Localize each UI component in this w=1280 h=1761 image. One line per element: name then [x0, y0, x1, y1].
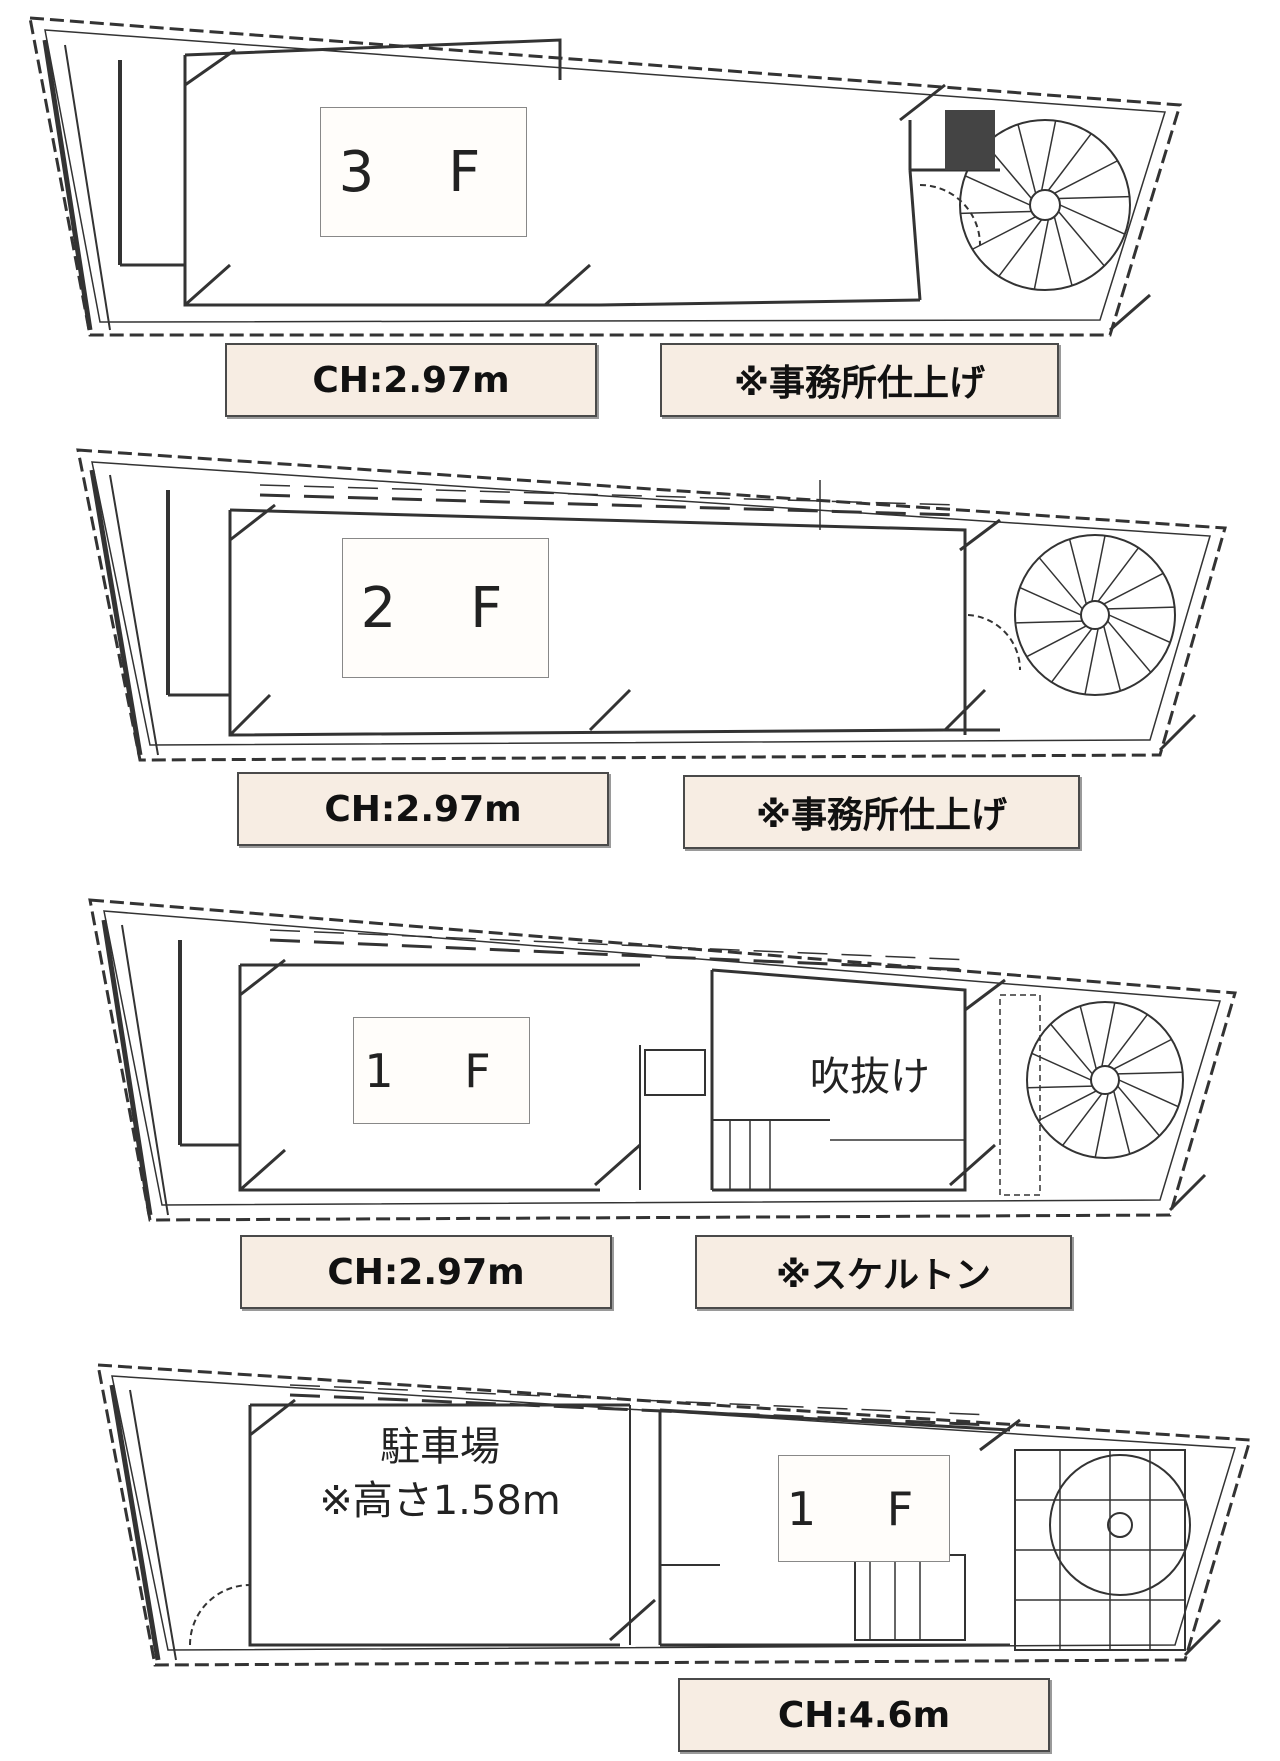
- floor-label-text: 2 F: [360, 575, 531, 641]
- floor-plan-1f-ground-drawing: [96, 1363, 1252, 1667]
- stair-tread: [1054, 160, 1118, 194]
- stair-tread: [1040, 120, 1057, 191]
- floor-label-text: 1 F: [786, 1481, 942, 1536]
- void-label: 吹抜け: [810, 1054, 930, 1100]
- stair-tread: [1050, 1023, 1093, 1075]
- stair-tread: [1068, 538, 1087, 605]
- floor-plan-2f: 2 F CH:2.97m ※事務所仕上げ: [0, 440, 1280, 860]
- finish-note-tag: ※事務所仕上げ: [683, 775, 1080, 849]
- stair-tread: [1027, 1085, 1093, 1089]
- finish-note-tag: ※スケルトン: [695, 1235, 1072, 1309]
- stair-tread: [1118, 1079, 1179, 1108]
- stair-tread: [1057, 211, 1105, 267]
- ceiling-height-tag: CH:2.97m: [240, 1235, 612, 1309]
- stair-tread: [1117, 1071, 1183, 1075]
- hatched-shaft: [945, 110, 995, 170]
- floor-label-text: 1 F: [364, 1043, 519, 1098]
- floor-plan-1f-ground: 駐車場 ※高さ1.58m 1 F CH:4.6m: [0, 1340, 1280, 1761]
- finish-note-text: ※スケルトン: [776, 1255, 991, 1296]
- stair-tread: [1108, 614, 1171, 644]
- stair-tread: [1050, 628, 1093, 683]
- ceiling-height-text: CH:2.97m: [327, 1251, 525, 1293]
- floor-label-text: 3 F: [338, 139, 509, 205]
- stair-tread: [1062, 1093, 1103, 1146]
- stair-tread: [1038, 557, 1083, 610]
- floor-plan-3f-drawing: [28, 16, 1182, 337]
- stair-tread: [1033, 219, 1050, 290]
- stair-tread: [1103, 625, 1122, 692]
- stair-tread: [1107, 1014, 1148, 1067]
- stair-tread: [960, 210, 1032, 215]
- stair-tread: [1113, 1038, 1172, 1070]
- stair-tread: [1015, 620, 1083, 624]
- stair-tread: [1107, 620, 1152, 673]
- stair-tread: [1079, 1005, 1097, 1070]
- floor-label-3f: 3 F: [320, 107, 527, 237]
- stair-tread: [1026, 625, 1087, 658]
- stair-tread: [1113, 1090, 1131, 1155]
- floor-plan-1f-upper: 1 F 吹抜け CH:2.97m ※スケルトン: [0, 885, 1280, 1315]
- floor-plan-1f-upper-drawing: [88, 898, 1237, 1222]
- ceiling-height-text: CH:2.97m: [312, 359, 510, 401]
- stair-tread: [1117, 1085, 1160, 1137]
- ceiling-height-tag: CH:2.97m: [237, 772, 609, 846]
- stair-tread: [1047, 133, 1092, 191]
- finish-note-tag: ※事務所仕上げ: [660, 343, 1059, 417]
- floor-plan-2f-drawing: [76, 448, 1227, 762]
- parking-height: ※高さ1.58m: [319, 1478, 561, 1524]
- finish-note-text: ※事務所仕上げ: [756, 795, 1007, 836]
- floor-label-1f-ground: 1 F: [778, 1455, 950, 1562]
- stair-tread: [1084, 628, 1099, 695]
- parking-name: 駐車場: [380, 1424, 500, 1470]
- ceiling-height-tag: CH:2.97m: [225, 343, 597, 417]
- stair-tread: [1097, 547, 1140, 602]
- stair-tread: [1053, 216, 1073, 286]
- stair-tread: [1091, 535, 1106, 602]
- stair-tread: [1094, 1093, 1109, 1158]
- stair-tread: [1103, 572, 1164, 605]
- stair-tread: [964, 175, 1031, 206]
- ceiling-height-text: CH:2.97m: [324, 788, 522, 830]
- stair-tread: [972, 216, 1036, 250]
- floor-label-2f: 2 F: [342, 538, 549, 678]
- stair-tread: [1101, 1002, 1116, 1067]
- stair-tread: [1038, 1090, 1097, 1122]
- ceiling-height-text: CH:4.6m: [777, 1694, 951, 1736]
- floor-label-1f: 1 F: [353, 1017, 530, 1124]
- outer-wall: [28, 16, 1182, 337]
- stair-tread: [1017, 124, 1037, 194]
- stair-tread: [1059, 204, 1126, 235]
- ceiling-height-tag: CH:4.6m: [678, 1678, 1050, 1752]
- stair-tread: [1019, 586, 1082, 616]
- stair-tread: [998, 219, 1043, 277]
- floor-plan-3f: 3 F CH:2.97m ※事務所仕上げ: [0, 0, 1280, 417]
- stair-tread: [1058, 195, 1130, 200]
- stair-tread: [1031, 1052, 1092, 1081]
- stair-tread: [1107, 606, 1175, 610]
- finish-note-text: ※事務所仕上げ: [734, 363, 985, 404]
- parking-label: 駐車場 ※高さ1.58m: [290, 1420, 590, 1528]
